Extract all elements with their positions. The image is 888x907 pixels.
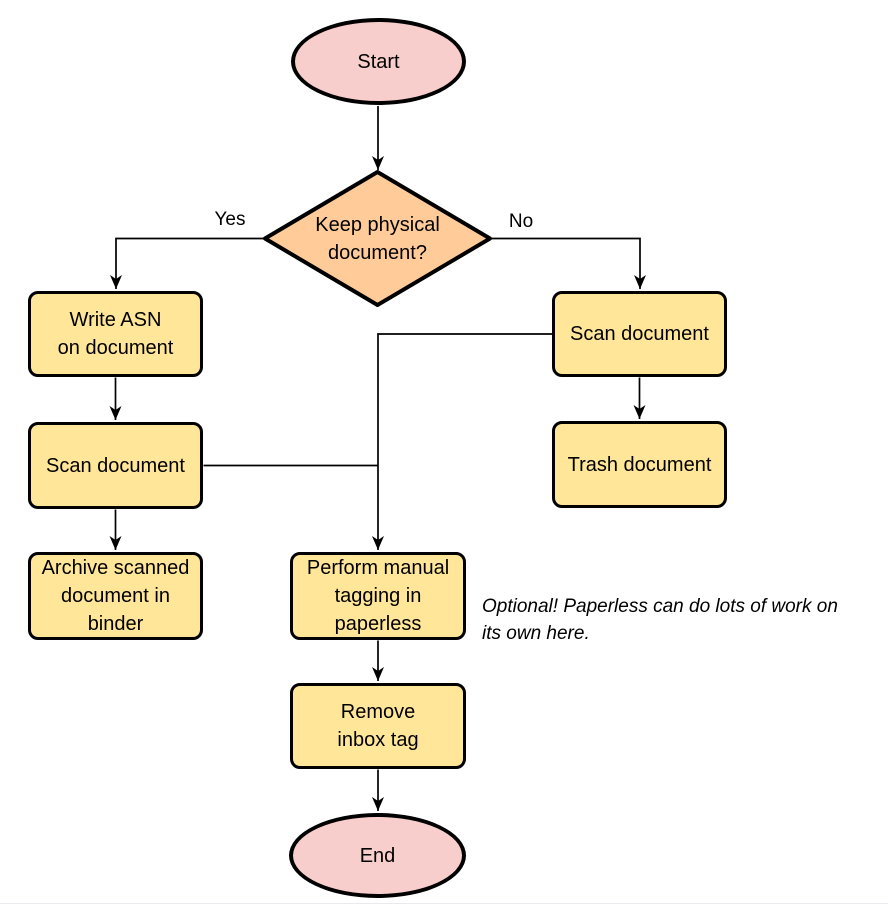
- node-write-asn-on-document: Write ASN on document: [28, 291, 203, 377]
- node-decision-keep-physical-document: Keep physical document?: [315, 214, 440, 264]
- edge-label-no: No: [508, 211, 534, 232]
- edge-scan-right-tagging: [372, 333, 552, 550]
- node-scan-document-right: Scan document: [552, 291, 727, 377]
- node-end: End: [289, 813, 466, 898]
- decision-diamond-shape: [263, 170, 492, 307]
- annotation-optional-note: Optional! Paperless can do lots of work …: [482, 596, 838, 644]
- node-perform-manual-tagging: Perform manual tagging in paperless: [290, 552, 466, 640]
- edge-label-yes: Yes: [214, 209, 246, 230]
- node-scan-document-left: Scan document: [28, 422, 203, 509]
- node-trash-document: Trash document: [552, 421, 727, 508]
- edge-decision-write-asn-yes: [110, 237, 265, 289]
- node-start: Start: [291, 18, 466, 105]
- node-remove-inbox-tag: Remove inbox tag: [290, 683, 466, 769]
- bottom-divider: [0, 903, 888, 904]
- node-archive-scanned-document: Archive scanned document in binder: [28, 552, 203, 640]
- edge-decision-scan-right-no: [490, 237, 646, 289]
